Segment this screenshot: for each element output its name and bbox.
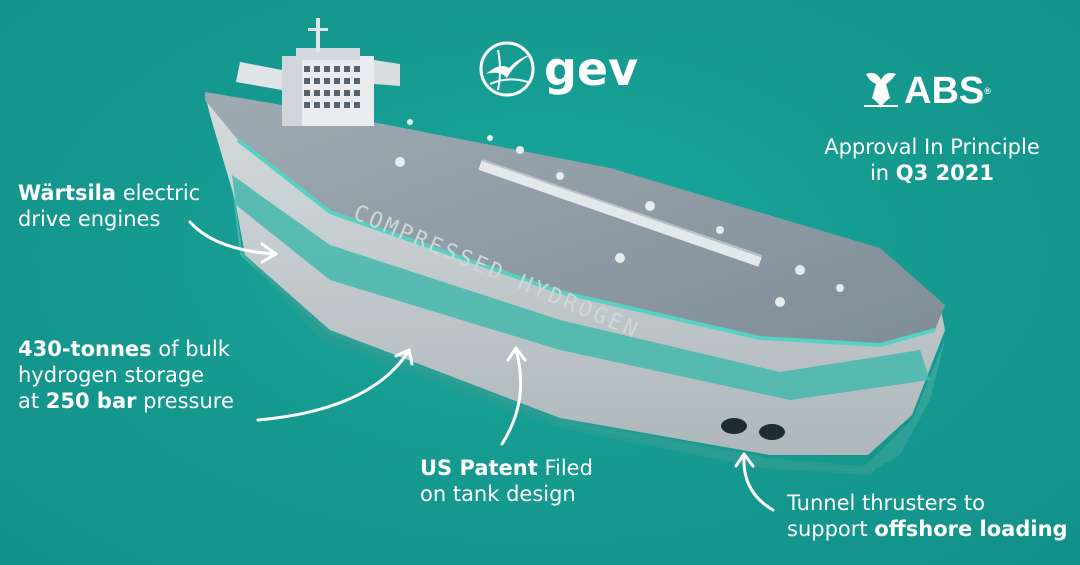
hull-underwater <box>240 250 915 475</box>
engines-line-2: drive engines <box>18 207 161 231</box>
arrow-engines <box>188 220 277 256</box>
superstructure <box>236 18 400 126</box>
gev-logo: gev <box>478 40 638 98</box>
abs-logo: ABS® <box>862 68 991 110</box>
arrow-storage-head <box>394 348 414 366</box>
patent-line-1: US Patent Filed <box>420 456 593 480</box>
arrow-thrusters-head <box>734 452 755 468</box>
albatross-globe-icon <box>479 41 535 97</box>
storage-line-1: 430-tonnes of bulk <box>18 337 230 361</box>
thruster-port-2 <box>759 424 785 440</box>
engines-line-1: Wärtsila electric <box>18 181 201 205</box>
approval-callout: Approval In Principle in Q3 2021 <box>812 134 1052 186</box>
thruster-port-1 <box>721 418 747 434</box>
deck <box>205 92 945 345</box>
engines-callout: Wärtsila electric drive engines <box>18 180 200 232</box>
arrow-patent-head <box>506 346 527 362</box>
thrusters-line-2: support offshore loading <box>787 517 1068 541</box>
eagle-seal-icon <box>864 72 898 108</box>
abs-wordmark: ABS® <box>904 70 991 112</box>
patent-callout: US Patent Filed on tank design <box>420 455 593 507</box>
gev-wordmark: gev <box>544 42 639 96</box>
storage-line-3: at 250 bar pressure <box>18 389 234 413</box>
arrow-patent <box>500 348 523 446</box>
thrusters-line-1: Tunnel thrusters to <box>787 491 985 515</box>
arrow-storage <box>256 350 410 422</box>
patent-line-2: on tank design <box>420 482 576 506</box>
deck-fittings <box>395 119 844 307</box>
approval-line-1: Approval In Principle <box>824 135 1040 159</box>
deck-edge <box>236 138 936 348</box>
hull-band <box>232 175 930 400</box>
storage-line-2: hydrogen storage <box>18 363 205 387</box>
storage-callout: 430-tonnes of bulk hydrogen storage at 2… <box>18 336 234 414</box>
thrusters-callout: Tunnel thrusters to support offshore loa… <box>787 490 1068 542</box>
approval-line-2: in Q3 2021 <box>869 161 995 185</box>
pipe-rack <box>478 160 762 267</box>
arrow-thrusters <box>742 454 775 512</box>
arrow-engines-head <box>260 242 278 264</box>
